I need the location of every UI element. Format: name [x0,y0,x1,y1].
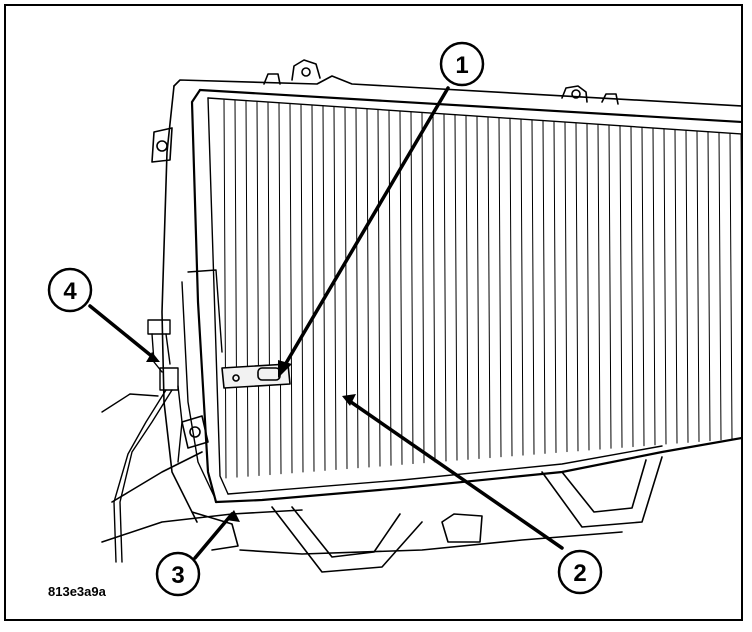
fin-line [663,128,667,445]
leader-line-3 [193,512,234,560]
heater-core-frame [181,88,741,504]
fin-line [465,115,469,460]
arrow-heads [146,352,356,522]
fin-line [652,127,656,446]
fin-line [509,118,513,457]
fin-line [564,121,568,453]
heater-core-fins [223,99,741,479]
leader-lines [88,86,564,560]
fin-line [421,112,425,464]
figure-id-label: 813e3a9a [48,584,106,599]
callout-1-label: 1 [455,52,468,79]
fin-line [234,100,238,478]
tube-retaining-bracket [221,363,291,389]
fin-line [333,106,337,471]
fin-line [344,107,348,470]
fin-line [366,108,370,468]
sensor-wiring [101,319,183,563]
fin-line [355,108,359,469]
fin-line [729,132,733,440]
fin-line [432,113,436,463]
fin-line [520,118,524,456]
callout-2: 2 [557,549,603,595]
diagram-frame: 1 2 3 4 813e3a9a [4,4,743,621]
fin-line [630,126,634,448]
arrowhead-4 [146,352,160,362]
fin-line [278,103,282,475]
fin-line [553,121,557,454]
arrowhead-1 [278,360,292,378]
fin-line [685,129,689,443]
fin-line [454,114,458,461]
fin-line [586,123,590,451]
fin-line [597,124,601,450]
fin-line [223,99,227,479]
fin-line [311,105,315,472]
leader-line-2 [346,398,564,550]
fin-line [487,116,491,459]
callout-1: 1 [439,41,485,87]
fin-line [718,131,722,441]
fin-line [531,119,535,455]
fin-line [476,116,480,459]
fin-line [608,124,612,449]
fin-line [542,120,546,454]
fin-line [443,113,447,462]
fin-line [575,122,579,452]
fin-line [256,101,260,476]
callout-4: 4 [47,267,93,313]
fin-line [498,117,502,458]
fin-line [641,126,645,447]
fin-line [619,125,623,448]
arrowhead-3 [226,510,240,522]
fin-line [377,109,381,467]
fin-line [300,104,304,473]
callout-3: 3 [155,551,201,597]
fin-line [267,102,271,476]
leader-line-4 [88,304,156,360]
hvac-housing [101,59,741,543]
fin-line [410,111,414,465]
lower-cradle [191,456,663,573]
callout-3-label: 3 [171,562,184,589]
fin-line [388,110,392,466]
callout-4-label: 4 [63,278,77,305]
callout-2-label: 2 [573,560,586,587]
leader-line-1 [280,86,450,372]
fin-line [696,130,700,442]
fin-line [322,105,326,471]
fin-line [245,100,249,477]
fin-line [707,131,711,442]
fin-line [674,129,678,444]
arrowhead-2 [342,394,356,406]
heater-core-illustration: 1 2 3 4 [47,41,741,597]
fin-line [289,103,293,474]
